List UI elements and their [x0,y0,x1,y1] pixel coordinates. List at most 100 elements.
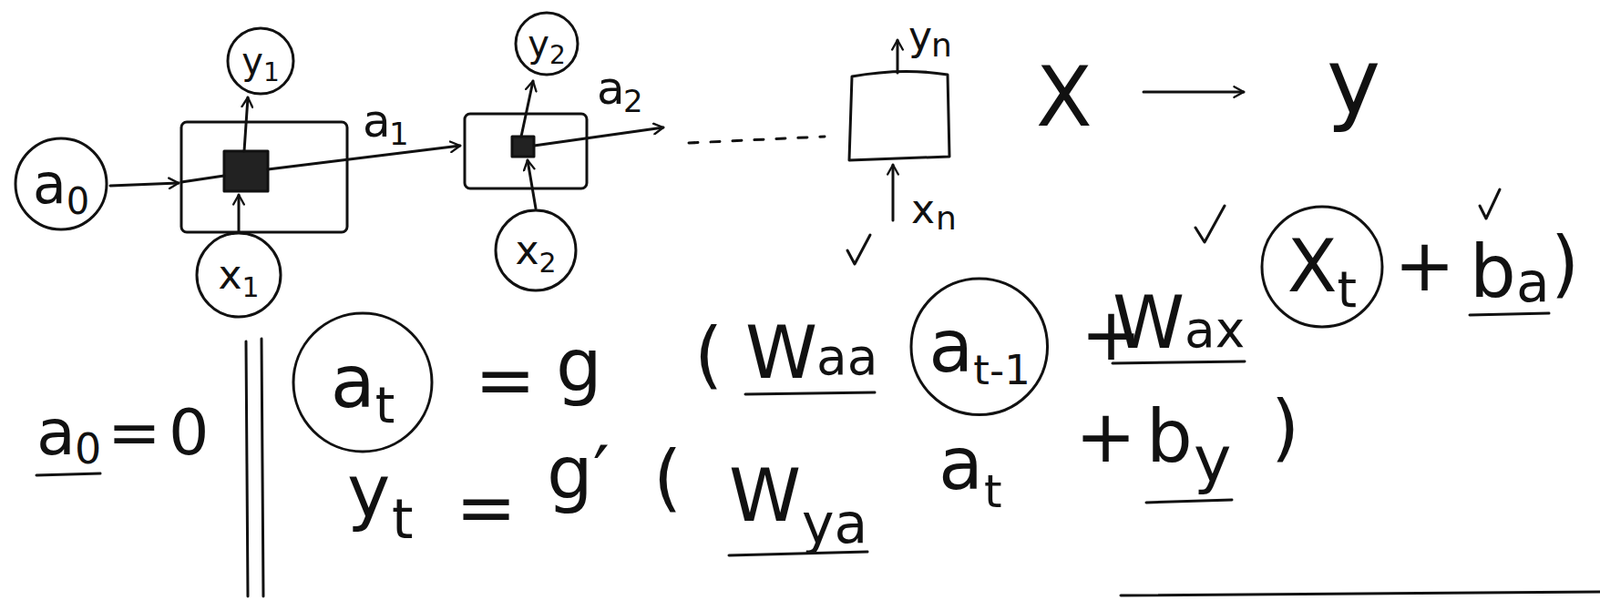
circled-symbol: Xt [1260,205,1385,329]
subscript-text: 0 [66,183,90,220]
circle-outline [293,313,432,452]
rnn-cell [849,71,950,161]
mapping-arrow [1143,91,1244,94]
formula-term: b [1146,400,1193,474]
formula-term: 1 [389,118,410,150]
formula-term: 2 [623,85,644,117]
rnn-cell [464,113,587,189]
activation-arrow [267,145,461,170]
formula-term: y [347,455,390,529]
symbol-text: a [928,310,974,384]
formula-term: t [984,469,1003,515]
formula-term: ( [694,318,723,392]
circle-outline [196,233,281,318]
formula-term: ) [1271,391,1300,465]
formula-term: g [555,329,603,403]
formula-term: g′ [546,437,610,511]
symbol-group: a0 [32,156,90,212]
check-mark [1479,189,1500,219]
hatched-unit [512,136,534,157]
formula-term: t [391,492,414,547]
subscript-text: 1 [241,274,259,302]
subscript-text: t [1337,265,1358,316]
formula-term: + [1394,229,1456,303]
symbol-text: y [241,42,264,80]
formula-term: a [1516,255,1550,310]
formula-term: W [1112,287,1185,360]
symbol-text: y [527,25,550,62]
subscript-text: 2 [549,42,566,69]
formula-term: ( [653,441,682,515]
formula-term: aa [816,332,878,383]
circled-symbol: y2 [513,10,580,77]
separator-line [246,341,248,597]
symbol-group: y1 [241,42,280,80]
circle-outline [1261,206,1383,328]
symbol-text: a [32,156,67,212]
formula-term: a [938,428,984,502]
rule-line [1120,592,1600,596]
formula-term: a [362,98,391,144]
formula-term: = [474,344,536,418]
formula-term: n [935,202,957,236]
circle-outline [15,138,107,230]
output-arrow [244,97,248,152]
formula-term: = [455,471,517,545]
symbol-group: x1 [217,255,259,296]
ellipsis-dashes [688,136,825,144]
circle-outline [495,210,576,291]
circled-symbol: at [291,311,434,454]
symbol-group: Xt [1287,230,1357,304]
formula-term: a [36,400,76,465]
underline [1469,313,1549,316]
formula-term: b [1469,235,1517,309]
output-arrow [896,40,900,73]
underline [1146,500,1232,503]
symbol-text: x [217,255,242,296]
underline [745,392,875,395]
separator-line [261,338,264,597]
subscript-text: t-1 [973,349,1031,391]
formula-term: n [931,29,953,62]
formula-term: 0 [74,428,102,471]
symbol-group: y2 [527,25,566,62]
symbol-text: x [514,230,539,271]
formula-term: a [596,65,626,112]
wire [181,175,225,183]
symbol-group: at [330,346,396,420]
formula-term: y [1193,428,1231,493]
formula-term: + [1075,400,1137,474]
subscript-text: 1 [263,60,280,86]
formula-term: ) [1550,227,1580,301]
circled-symbol: at-1 [909,276,1050,418]
input-arrow [527,160,536,209]
output-arrow [521,81,534,137]
underline [36,473,101,476]
formula-term: ax [1184,305,1245,356]
formula-term: W [728,460,801,534]
symbol-group: at-1 [928,310,1031,384]
circled-symbol: a0 [13,136,109,232]
symbol-group: x2 [514,230,556,271]
hatched-unit [224,151,268,192]
formula-term: 0 [168,400,210,465]
activation-arrow [533,127,664,146]
symbol-text: a [330,346,376,420]
circled-symbol: x1 [194,231,283,319]
formula-term: x [911,189,935,230]
circled-symbol: y1 [225,26,296,96]
symbol-text: X [1287,230,1338,304]
formula-term: y [908,16,933,57]
formula-term: ya [801,496,868,552]
input-arrow [110,183,179,186]
check-mark [1195,205,1225,243]
formula-term: X [1035,56,1093,139]
formula-term: W [745,317,818,390]
subscript-text: t [375,380,396,431]
circle-outline [515,12,578,75]
formula-term: = [107,400,162,465]
underline [728,552,868,556]
input-arrow [237,194,241,232]
circle-outline [227,28,294,94]
